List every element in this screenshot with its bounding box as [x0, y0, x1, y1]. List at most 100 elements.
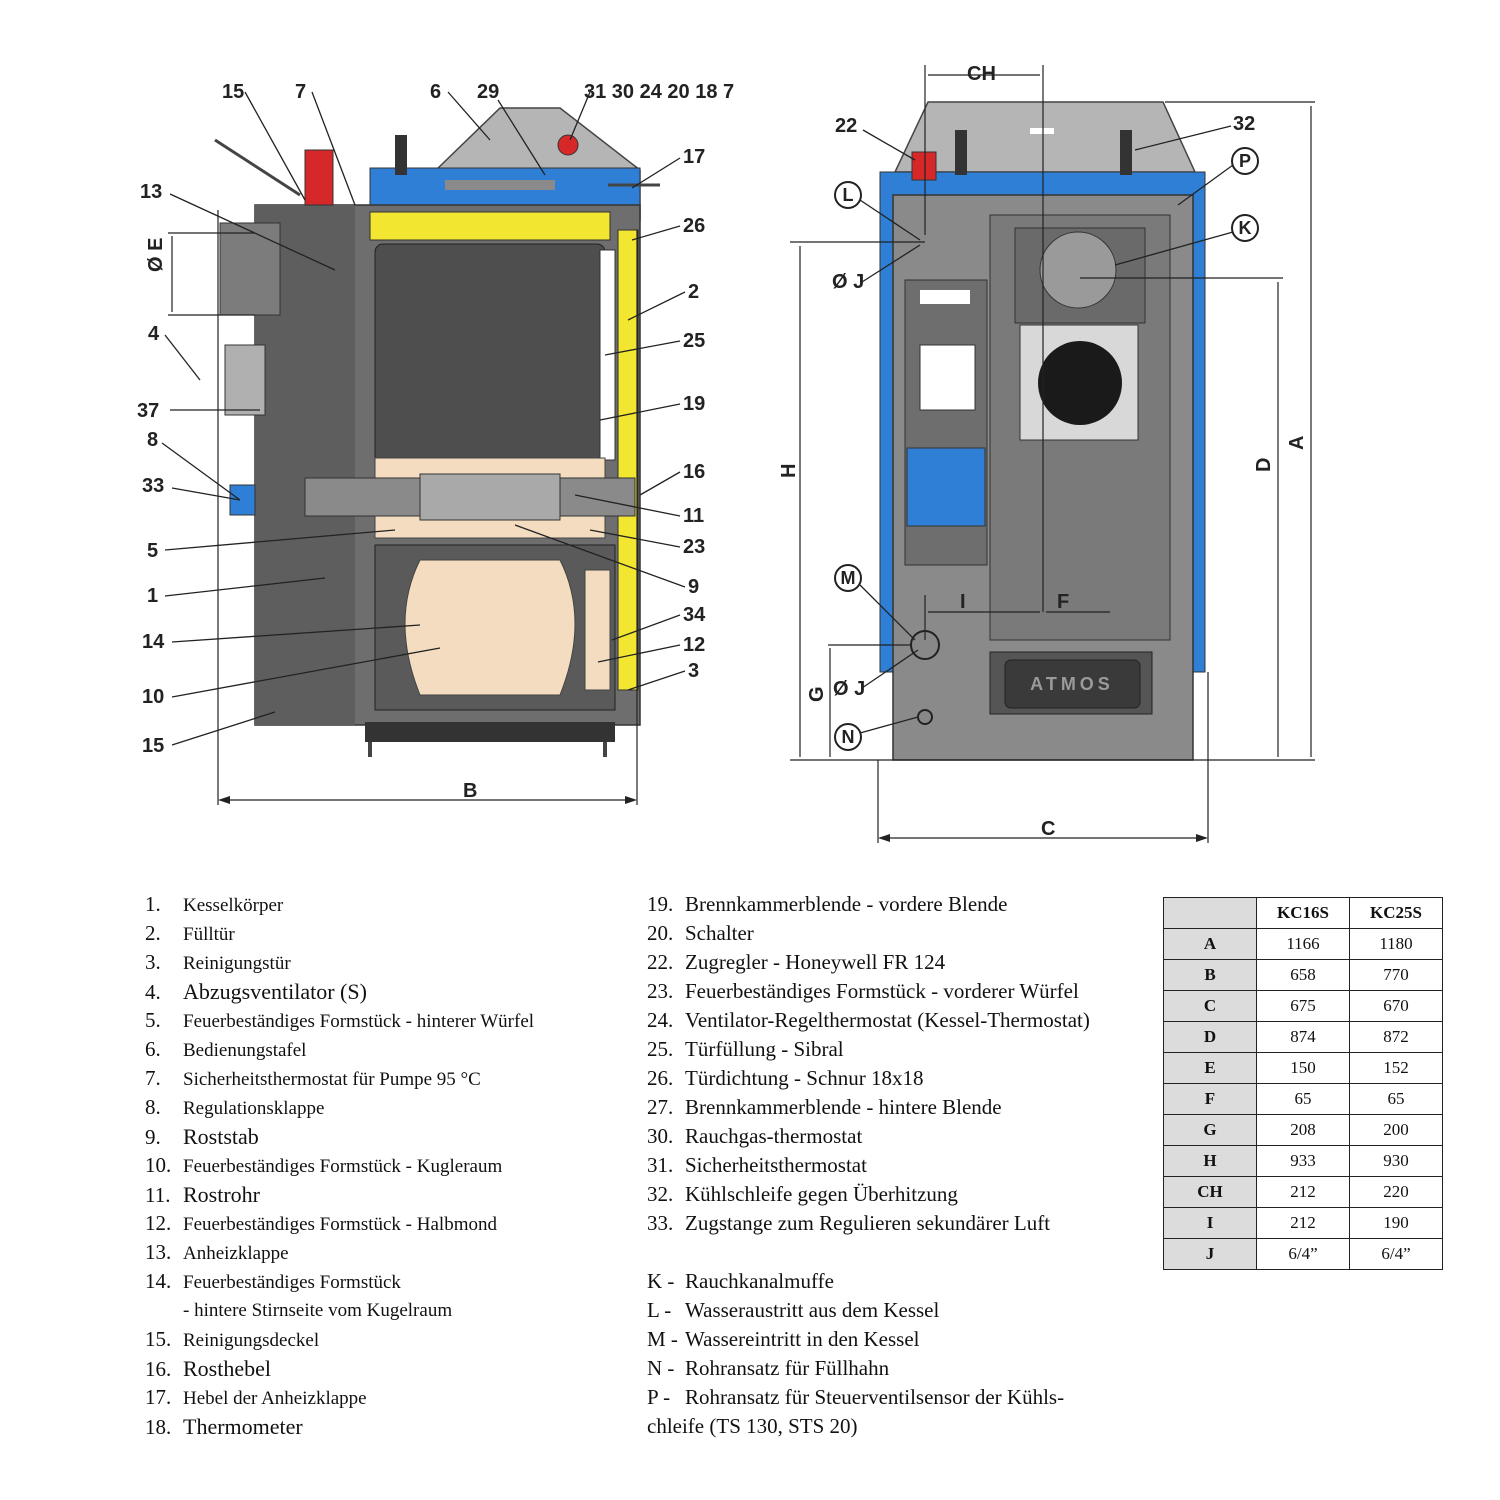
dim-label-A: A [1286, 436, 1308, 450]
boiler-diagram: 15 7 6 29 31 30 24 20 18 7 13 Ø E 4 37 8… [137, 63, 1315, 843]
label-29: 29 [477, 81, 499, 103]
label-34: 34 [683, 604, 706, 626]
callout-K-circle [1231, 214, 1259, 242]
legend-item: 25.Türfüllung - Sibral [647, 1037, 844, 1061]
front-view: ATMOS [879, 101, 1206, 761]
legend-item: P -Rohransatz für Steuerventilsensor der… [647, 1385, 1065, 1409]
legend-item: 17.Hebel der Anheizklappe [145, 1385, 367, 1409]
legend-item: 3.Reinigungstür [145, 950, 291, 974]
legend-item: 14.Feuerbeständiges Formstück [145, 1269, 401, 1293]
legend-item: 23.Feuerbeständiges Formstück - vorderer… [647, 979, 1079, 1003]
callout-L: L [843, 185, 854, 205]
dim-label-D: D [1253, 458, 1275, 472]
legend-item: 22.Zugregler - Honeywell FR 124 [647, 950, 946, 974]
label-1: 1 [147, 585, 158, 607]
legend-right: 19.Brennkammerblende - vordere Blende 20… [647, 890, 1147, 1460]
dim-label-C: C [1041, 818, 1055, 840]
label-19: 19 [683, 393, 705, 415]
legend-item: 6.Bedienungstafel [145, 1037, 307, 1061]
side-callouts: 15 7 6 29 31 30 24 20 18 7 13 Ø E 4 37 8… [137, 81, 734, 802]
label-11: 11 [683, 505, 704, 527]
front-dimension-lines [790, 65, 1315, 843]
legend-item: L -Wasseraustritt aus dem Kessel [647, 1298, 940, 1322]
label-14: 14 [142, 631, 165, 653]
front-callouts: CH 22 32 P L K M N Ø J H D A I F G Ø J C [778, 63, 1308, 840]
legend-item: 16.Rosthebel [145, 1356, 271, 1381]
callout-N-circle [834, 723, 862, 751]
label-15b: 15 [142, 735, 164, 757]
callout-N: N [842, 727, 855, 747]
legend-item: 33.Zugstange zum Regulieren sekundärer L… [647, 1211, 1051, 1235]
label-31-group: 31 30 24 20 18 7 [584, 81, 734, 103]
legend-item: 32.Kühlschleife gegen Überhitzung [647, 1182, 958, 1206]
callout-P-circle [1231, 147, 1259, 175]
dim-label-G: G [806, 686, 828, 702]
label-dim-E: Ø E [145, 238, 167, 272]
legend-item: M -Wassereintritt in den Kessel [647, 1327, 920, 1351]
label-16: 16 [683, 461, 705, 483]
table-header-cell: KC16S [1256, 897, 1350, 929]
legend-item: 7.Sicherheitsthermostat für Pumpe 95 °C [145, 1066, 481, 1090]
legend-item: 11.Rostrohr [145, 1182, 260, 1207]
legend-item: 30.Rauchgas-thermostat [647, 1124, 863, 1148]
label-9: 9 [688, 576, 699, 598]
label-37: 37 [137, 400, 159, 422]
legend-item: 31.Sicherheitsthermostat [647, 1153, 867, 1177]
label-3: 3 [688, 660, 699, 682]
legend-item: 18.Thermometer [145, 1414, 303, 1439]
legend-item: - hintere Stirnseite vom Kugelraum [183, 1300, 453, 1321]
legend-item: 19.Brennkammerblende - vordere Blende [647, 892, 1008, 916]
label-2: 2 [688, 281, 699, 303]
legend-item: 12.Feuerbeständiges Formstück - Halbmond [145, 1211, 497, 1235]
side-leader-lines [161, 91, 686, 805]
dim-label-J-top: Ø J [832, 271, 864, 293]
legend-item: 24.Ventilator-Regelthermostat (Kessel-Th… [647, 1008, 1090, 1032]
legend-item: 1.Kesselkörper [145, 892, 284, 916]
callout-L-circle [834, 181, 862, 209]
table-header-cell: KC25S [1349, 897, 1443, 929]
label-33: 33 [142, 475, 164, 497]
legend-left: 1.Kesselkörper 2.Fülltür 3.Reinigungstür… [145, 890, 635, 1450]
legend-item: 15.Reinigungsdeckel [145, 1327, 320, 1351]
label-23: 23 [683, 536, 705, 558]
legend-item: 9.Roststab [145, 1124, 259, 1149]
callout-M: M [841, 568, 856, 588]
legend-item: 5.Feuerbeständiges Formstück - hinterer … [145, 1008, 535, 1032]
table-header-row: KC16S KC25S [1163, 897, 1443, 929]
label-22: 22 [835, 115, 857, 137]
legend-item: chleife (TS 130, STS 20) [647, 1414, 858, 1438]
label-12: 12 [683, 634, 705, 656]
label-15: 15 [222, 81, 244, 103]
callout-K: K [1239, 218, 1252, 238]
label-32: 32 [1233, 113, 1255, 135]
label-7: 7 [295, 81, 306, 103]
dim-label-B: B [463, 780, 477, 802]
legend-item: 20.Schalter [647, 921, 754, 945]
label-6: 6 [430, 81, 441, 103]
side-section-view [214, 107, 660, 757]
label-4: 4 [148, 323, 160, 345]
table-header-cell [1163, 897, 1257, 929]
dim-label-J-bottom: Ø J [833, 678, 865, 700]
legend-item: 2.Fülltür [145, 921, 235, 945]
dim-label-I: I [960, 591, 966, 613]
dim-label-CH: CH [967, 63, 996, 85]
dim-label-H: H [778, 464, 800, 478]
label-26: 26 [683, 215, 705, 237]
legend-item: 27.Brennkammerblende - hintere Blende [647, 1095, 1002, 1119]
legend-item: 10.Feuerbeständiges Formstück - Kuglerau… [145, 1153, 503, 1177]
label-25: 25 [683, 330, 705, 352]
label-8: 8 [147, 429, 158, 451]
legend-item: 4.Abzugsventilator (S) [145, 979, 367, 1004]
